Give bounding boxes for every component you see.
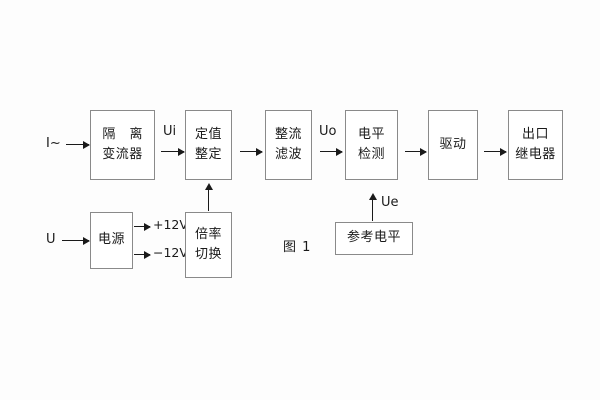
block-power-supply[interactable]: 电源 (90, 212, 133, 269)
signal-ue-label: Ue (381, 195, 399, 210)
figure-caption: 图 1 (283, 240, 312, 255)
block-level-detect-line2: 检测 (357, 147, 385, 162)
block-power-supply-line1: 电源 (97, 232, 125, 248)
block-ratio-switch-line2: 切换 (194, 247, 222, 262)
arrow-rail-negative (134, 250, 151, 259)
block-output-relay[interactable]: 出口 继电器 (508, 110, 563, 180)
block-rectify-filter[interactable]: 整流 滤波 (265, 110, 312, 180)
block-isolation-ct-line2: 变流器 (102, 147, 143, 162)
signal-uo-label: Uo (319, 124, 337, 139)
block-drive[interactable]: 驱动 (428, 110, 478, 180)
block-rectify-filter-line2: 滤波 (274, 147, 302, 162)
block-isolation-ct-line1: 隔 离 (102, 126, 148, 142)
voltage-input-label: U (46, 232, 56, 247)
arrow-ratio-switch-to-setting (204, 183, 213, 211)
block-level-detect-line1: 电平 (357, 126, 385, 142)
arrow-setting-to-rectify-filter (240, 147, 263, 156)
block-ratio-switch-line1: 倍率 (194, 226, 222, 242)
block-drive-line1: 驱动 (439, 136, 467, 152)
current-input-label: I~ (46, 136, 61, 151)
block-reference-level[interactable]: 参考电平 (335, 222, 413, 255)
block-setting-line2: 整定 (194, 147, 222, 162)
block-level-detect[interactable]: 电平 检测 (345, 110, 398, 180)
arrow-reference-level-to-level-detect (368, 193, 377, 221)
block-rectify-filter-line1: 整流 (274, 126, 302, 142)
block-output-relay-line2: 继电器 (515, 147, 556, 162)
arrow-voltage-input-to-power-supply (62, 236, 90, 245)
arrow-rectify-filter-to-level-detect (320, 147, 343, 156)
block-setting-line1: 定值 (194, 126, 222, 142)
block-setting[interactable]: 定值 整定 (185, 110, 232, 180)
signal-ui-label: Ui (163, 124, 177, 139)
block-output-relay-line1: 出口 (521, 126, 549, 142)
block-reference-level-line1: 参考电平 (346, 230, 401, 246)
block-isolation-ct[interactable]: 隔 离 变流器 (90, 110, 155, 180)
arrow-level-detect-to-drive (405, 147, 427, 156)
arrow-drive-to-output-relay (484, 147, 507, 156)
arrow-isolation-ct-to-setting (161, 147, 185, 156)
rail-positive-label: +12V (153, 217, 188, 232)
block-ratio-switch[interactable]: 倍率 切换 (185, 212, 232, 278)
arrow-current-input-to-isolation-ct (66, 140, 90, 149)
arrow-rail-positive (134, 222, 151, 231)
rail-negative-label: −12V (153, 245, 188, 260)
